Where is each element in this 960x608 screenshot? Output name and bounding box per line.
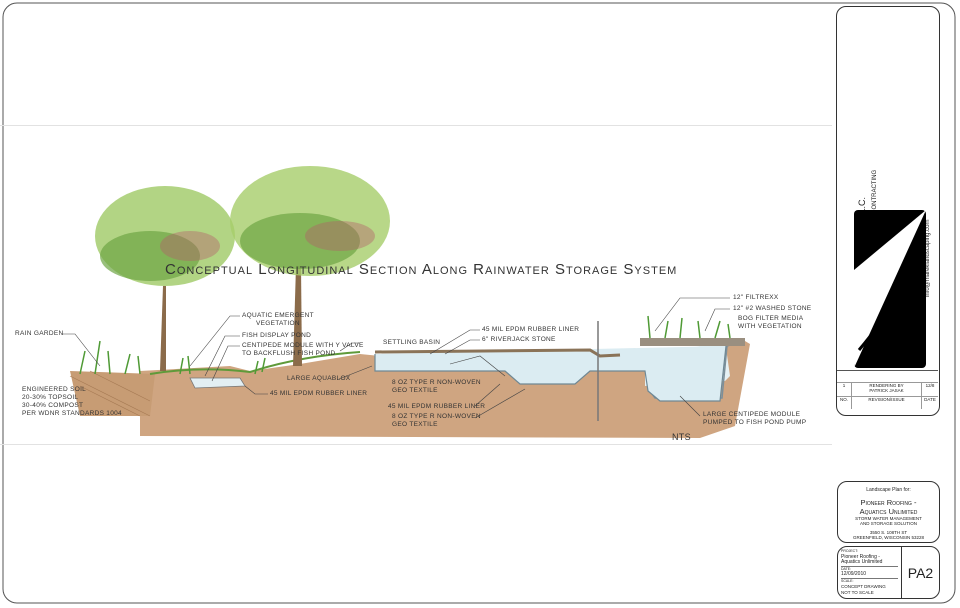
sheet-info-block: Project: Pioneer Roofing - Aquatics Unli… [837,546,940,599]
label-rain-garden: Rain Garden [15,330,64,337]
label-bog-filter: Bog Filter Mediawith Vegetation [738,315,804,330]
section-illustration [62,166,750,438]
tree-left [95,186,235,371]
sheet-date: 12/09/2010 [841,571,898,579]
company-title-block: Marek Landscaping, L.L.C. Stewardship, D… [836,6,940,416]
rain-garden-soil [70,371,155,416]
label-filtrexx: 12" Filtrexx [733,294,779,301]
label-liner-mid: 45 Mil EPDM Rubber Liner [388,403,486,410]
label-liner-top: 45 Mil EPDM Rubber Liner [482,326,580,333]
fish-pond [189,377,246,389]
label-washed-stone: 12" #2 Washed Stone [733,305,812,312]
label-centipede-module: Centipede Module with Y Valveto Backflus… [242,342,364,357]
tree-right [230,166,390,366]
label-nts: NTS [672,432,691,442]
company-logo [854,210,926,368]
label-soil: Engineered Soil20-30% Topsoil30-40% Comp… [22,386,122,417]
label-geotextile-2: 8 oz Type R Non-WovenGeo Textile [392,413,481,428]
label-geotextile-1: 8 oz Type R Non-WovenGeo Textile [392,379,481,394]
label-fish-pond: Fish Display Pond [242,332,312,339]
bog-filter [640,338,745,346]
label-riverjack-stone: 6" Riverjack Stone [482,336,556,343]
vegetation [79,315,731,375]
leader-lines [62,297,730,419]
project-title-block: Landscape Plan for: Pioneer Roofing - Aq… [837,481,940,543]
revision-row: 1 Rendering byPatrick Jasak 12/8 [837,383,938,397]
label-liner-small: 45 Mil EPDM Rubber Liner [270,390,368,397]
label-aquablox: Large Aquablox [287,375,351,382]
label-aquatic-vegetation: Aquatic EmergentVegetation [242,312,314,327]
section-drawing: Conceptual Longitudinal Section Along Ra… [0,125,832,445]
revision-header: No. Revision/Issue Date [837,397,938,409]
drawing-title: Conceptual Longitudinal Section Along Ra… [165,261,678,278]
label-settling-basin: Settling Basin [383,339,441,346]
revision-table: 1 Rendering byPatrick Jasak 12/8 No. Rev… [837,370,938,409]
sheet-number: PA2 [907,564,934,581]
label-centipede-pump: Large Centipede ModulePumped to Fish Pon… [703,411,807,426]
